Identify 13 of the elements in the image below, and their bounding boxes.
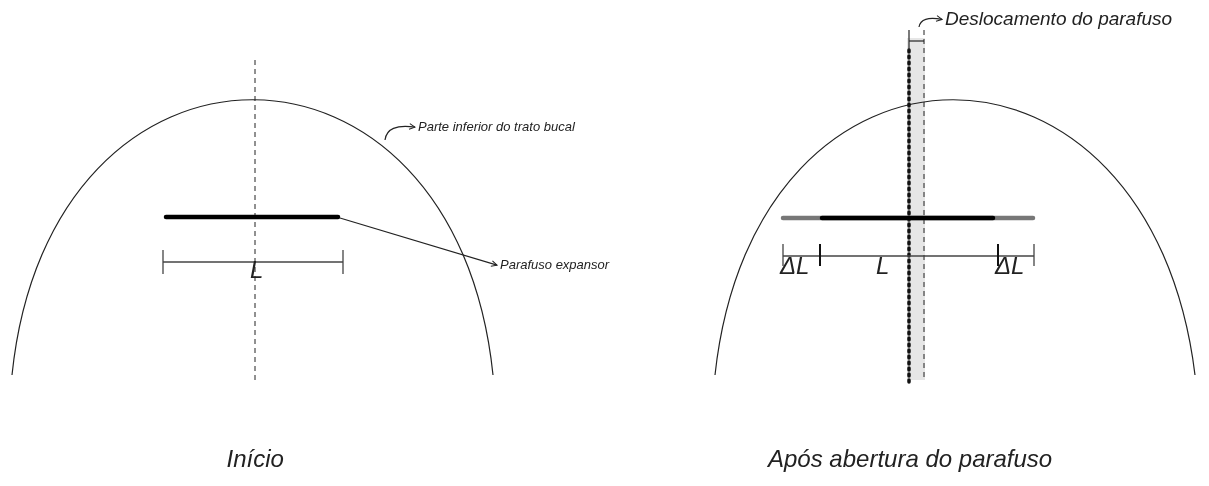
leader-line [384, 123, 416, 141]
leader-label: Deslocamento do parafuso [945, 9, 1173, 28]
leader-line [339, 217, 498, 267]
dimension-label: L [250, 258, 264, 282]
leader-label: Parte inferior do trato bucal [418, 120, 575, 133]
leader-label: Parafuso expansor [500, 258, 610, 271]
dimension-label: ΔL [995, 254, 1025, 278]
dimension-label: L [876, 254, 890, 278]
leader-line [918, 15, 943, 28]
dimension-label: ΔL [780, 254, 810, 278]
caption: Após abertura do parafuso [768, 447, 1053, 471]
caption: Início [226, 447, 284, 471]
arch-curve [11, 99, 494, 376]
